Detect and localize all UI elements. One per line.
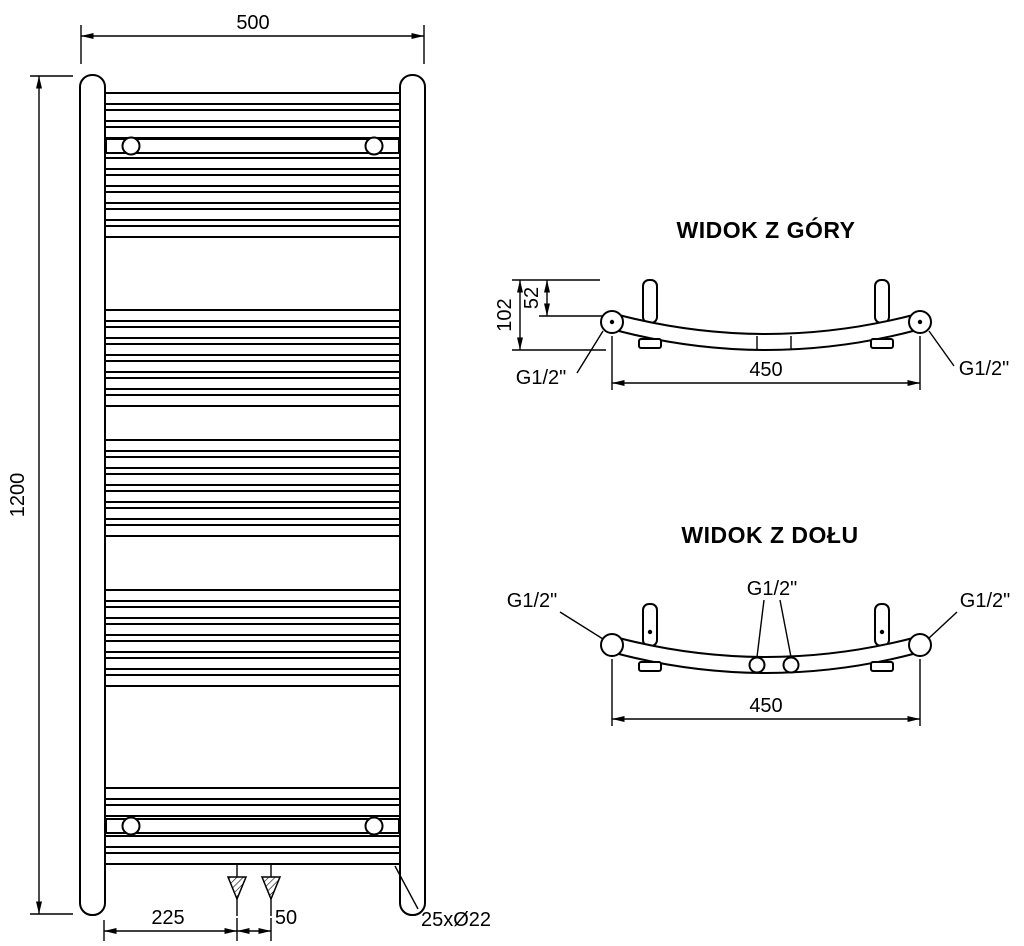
radiator-tube: [102, 674, 403, 687]
top-left-connection-callout: G1/2": [516, 330, 604, 389]
valve-symbol: [260, 876, 282, 901]
leader-line: [779, 599, 792, 658]
bottom-bracket: [105, 816, 400, 836]
center-dot: [917, 319, 923, 325]
collector-end: [908, 633, 932, 657]
bracket-foot: [870, 661, 894, 672]
top-view: WIDOK Z GÓRY 102 52: [494, 216, 1009, 390]
top-view-depth-label: 102: [494, 298, 516, 331]
bottom-view-span-label: 450: [749, 695, 782, 717]
top-bracket: [105, 136, 400, 156]
bottom-left-connection-callout: G1/2": [507, 590, 604, 640]
radiator-tube: [102, 109, 403, 122]
height-dimension: 1200: [7, 75, 73, 915]
top-view-title: WIDOK Z GÓRY: [677, 216, 856, 243]
bracket-circle: [364, 816, 384, 836]
center-dot: [609, 319, 615, 325]
collector-end: [600, 633, 624, 657]
radiator-tube: [102, 490, 403, 503]
central-connection: [748, 656, 766, 674]
bracket-foot: [638, 661, 662, 672]
bottom-view-conn-left-label: G1/2": [507, 590, 557, 612]
bracket-foot: [870, 338, 894, 349]
bracket-foot: [638, 338, 662, 349]
bottom-center-dim-label: 50: [275, 907, 297, 929]
radiator-tube: [102, 439, 403, 452]
top-view-conn-right-label: G1/2": [959, 358, 1009, 380]
width-dim-label: 500: [236, 12, 269, 34]
bottom-span-dimension: 450: [611, 659, 921, 726]
wall-bracket: [874, 603, 890, 647]
valve-symbol: [226, 876, 248, 901]
leader-line: [927, 611, 958, 640]
left-collector: [79, 74, 106, 916]
tube-spec-callout: 25xØ22: [394, 865, 491, 931]
radiator-tube: [102, 804, 403, 817]
leader-line: [394, 865, 419, 910]
leader-line: [756, 599, 765, 658]
radiator-tube: [102, 377, 403, 390]
wall-bracket: [874, 279, 890, 324]
radiator-tube: [102, 835, 403, 848]
top-view-span-label: 450: [749, 359, 782, 381]
bracket-circle: [121, 816, 141, 836]
radiator-tube: [102, 92, 403, 105]
top-right-connection-callout: G1/2": [928, 330, 1009, 380]
bottom-right-connection-callout: G1/2": [927, 590, 1010, 640]
radiator-tube: [102, 326, 403, 339]
wall-bracket: [642, 279, 658, 324]
radiator-tube: [102, 623, 403, 636]
bottom-center-connection-callout: G1/2": [747, 578, 797, 658]
top-view-conn-left-label: G1/2": [516, 367, 566, 389]
bottom-view-conn-center-label: G1/2": [747, 578, 797, 600]
depth-dimensions: 102 52: [494, 279, 606, 351]
bottom-view-conn-right-label: G1/2": [960, 590, 1010, 612]
right-collector: [399, 74, 426, 916]
radiator-tube: [102, 126, 403, 139]
radiator-tube: [102, 787, 403, 800]
left-valve: [226, 864, 248, 916]
bracket-dot: [647, 629, 653, 635]
front-view: 500 1200: [7, 12, 491, 941]
radiator-tube: [102, 606, 403, 619]
bottom-dimensions: 225 50: [103, 907, 297, 941]
radiator-tube: [102, 157, 403, 170]
radiator-tube: [102, 456, 403, 469]
leader-line: [576, 330, 604, 374]
leader-line: [928, 330, 955, 367]
top-view-axis-depth-label: 52: [521, 287, 543, 309]
radiator-tube: [102, 589, 403, 602]
radiator-tube: [102, 507, 403, 520]
radiator-tube: [102, 524, 403, 537]
top-span-dimension: 450: [611, 336, 921, 390]
radiator-tube: [102, 394, 403, 407]
bracket-bar: [105, 818, 400, 834]
wall-bracket: [642, 603, 658, 647]
width-dimension: 500: [80, 12, 425, 64]
radiator-tube: [102, 657, 403, 670]
bracket-bar: [105, 138, 400, 154]
leader-line: [559, 611, 604, 640]
right-valve: [260, 864, 282, 916]
bottom-view: WIDOK Z DOŁU G1/2" G1/2" G1/2": [507, 522, 1010, 726]
bracket-dot: [879, 629, 885, 635]
radiator-tube: [102, 343, 403, 356]
radiator-tube: [102, 473, 403, 486]
height-dim-label: 1200: [7, 473, 29, 518]
bottom-view-title: WIDOK Z DOŁU: [681, 522, 858, 548]
radiator-tube: [102, 174, 403, 187]
radiator-tube: [102, 191, 403, 204]
radiator-tube: [102, 225, 403, 238]
radiator-tube: [102, 309, 403, 322]
tube-array: [102, 92, 403, 865]
bracket-circle: [364, 136, 384, 156]
tube-spec-label: 25xØ22: [421, 909, 491, 931]
radiator-tube: [102, 208, 403, 221]
bracket-circle: [121, 136, 141, 156]
radiator-tube: [102, 852, 403, 865]
radiator-tube: [102, 640, 403, 653]
radiator-tube: [102, 360, 403, 373]
central-connection: [782, 656, 800, 674]
bottom-left-dim-label: 225: [151, 907, 184, 929]
